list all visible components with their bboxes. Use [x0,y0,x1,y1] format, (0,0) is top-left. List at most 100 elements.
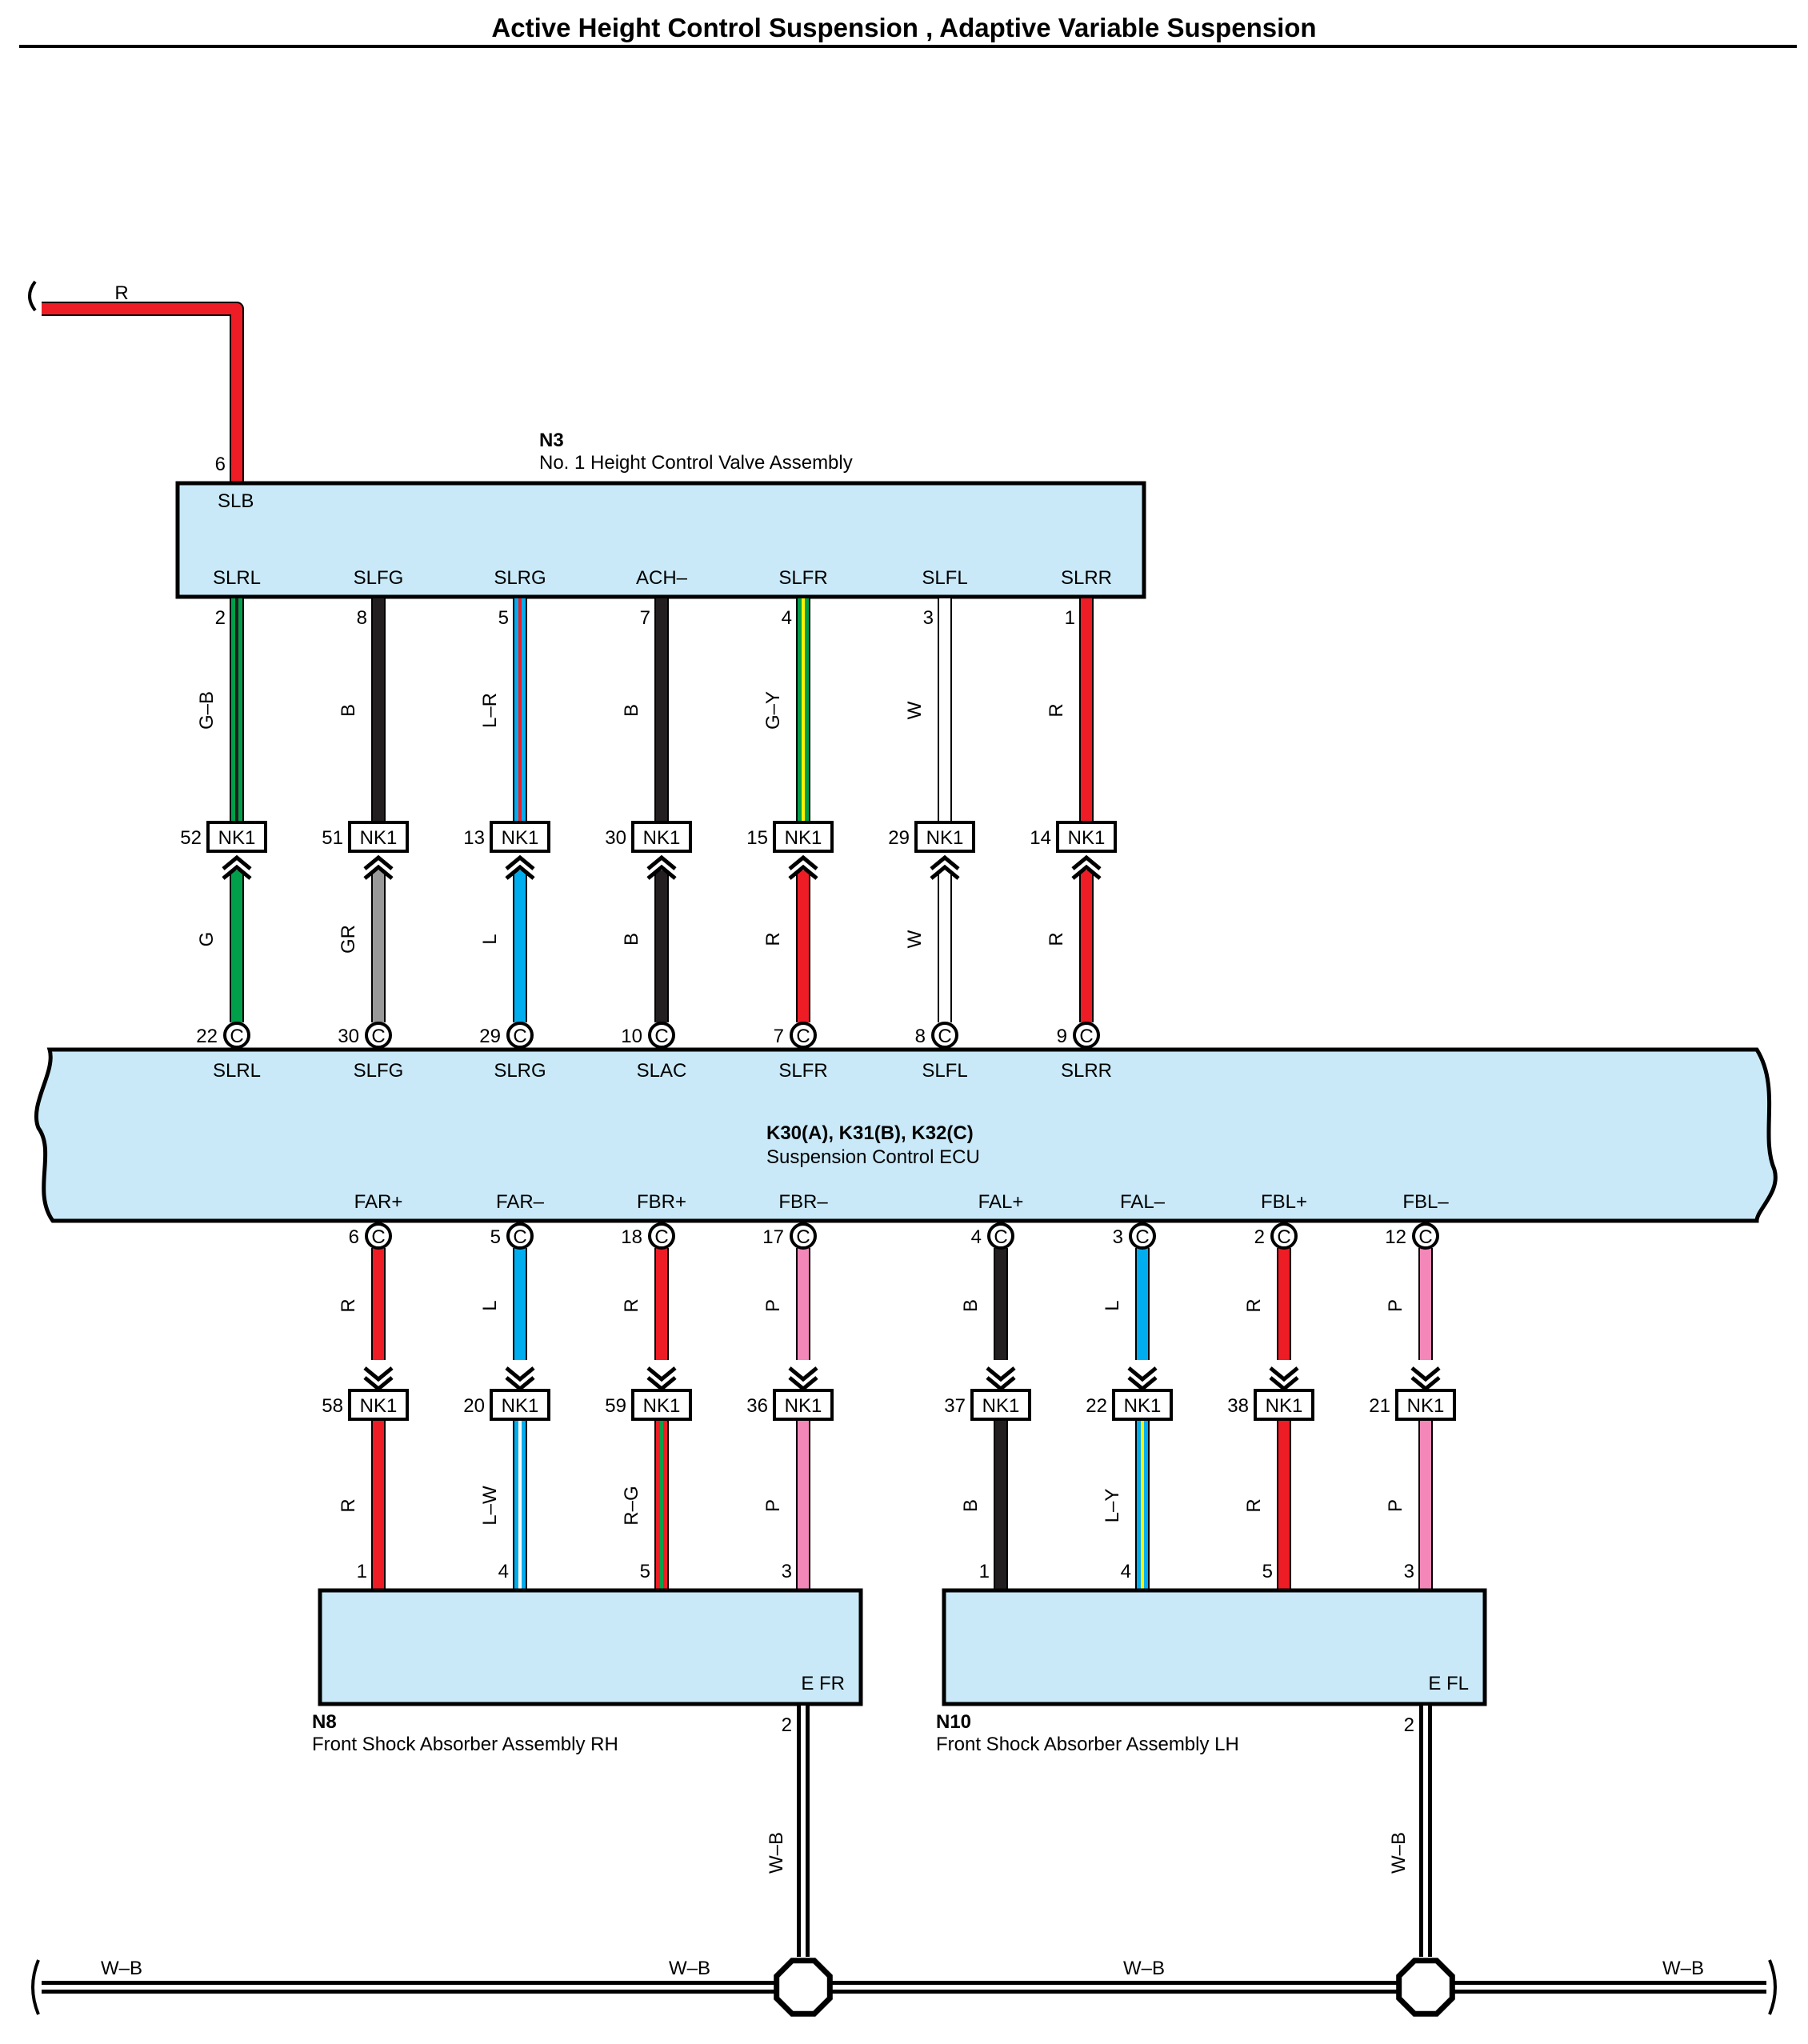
connector-c-label: C [371,1026,385,1047]
wire-color-label: R [1243,1298,1265,1312]
ecu-terminal: SLFG [354,1060,404,1082]
chevron-mark [930,864,960,880]
nk1-chevrons [788,1366,818,1392]
n3-terminal: SLFG [354,567,404,589]
connector-c-label: C [938,1026,951,1047]
connector-c-label: C [513,1026,526,1047]
nk1-pin-number: 14 [1030,827,1051,849]
nk1-connector-box [631,1389,692,1421]
nk1-connector-label: NK1 [1068,827,1106,849]
nk1-pin-number: 15 [746,827,768,849]
connector-c-pin [790,1022,817,1049]
n3-terminal-slb: SLB [218,490,254,512]
ecu-terminal: FAL– [1120,1191,1166,1213]
ecu-pin-number: 4 [971,1226,982,1248]
wire-color-label: R [1046,703,1067,717]
chevron-mark [1071,854,1102,870]
connector-c-label: C [796,1226,810,1248]
wire-color-label: B [621,704,642,717]
wire-color-label: W [904,930,926,948]
n3-pin-number: 5 [498,607,509,629]
chevron-mark [788,864,818,880]
shock-pin-number: 1 [357,1561,367,1582]
wire-break-mark [31,1959,40,2015]
connector-c-pin [648,1222,675,1250]
connector-c-pin [1129,1222,1156,1250]
nk1-connector-label: NK1 [643,1395,681,1417]
connector-c-label: C [796,1026,810,1047]
nk1-pin-number: 22 [1086,1395,1107,1417]
ecu-pin-number: 29 [479,1026,501,1047]
n10-name: Front Shock Absorber Assembly LH [936,1734,1239,1755]
nk1-pin-number: 37 [944,1395,966,1417]
connector-c-pin [506,1022,534,1049]
nk1-chevrons [505,854,535,880]
wire-break-mark [1768,1959,1777,2015]
nk1-chevrons [986,1366,1016,1392]
ecu-pin-number: 17 [762,1226,784,1248]
n3-pin-number: 7 [640,607,650,629]
ground-bus-color-label: W–B [669,1958,710,1979]
shock-pin-number: 4 [498,1561,509,1582]
wire-color-label: B [960,1499,982,1512]
ecu-terminal: FBR+ [637,1191,686,1213]
nk1-connector-label: NK1 [218,827,256,849]
connector-c-label: C [1418,1226,1432,1248]
wire-color-label: G [196,932,218,947]
wire-break-mark [28,280,37,312]
wire-color-label: R [762,932,784,946]
connector-c-pin [790,1222,817,1250]
wire-color-label: R [1046,932,1067,946]
nk1-connector-box [1395,1389,1456,1421]
n3-terminal: SLRR [1061,567,1112,589]
shock-pin-number: 5 [640,1561,650,1582]
nk1-connector-label: NK1 [982,1395,1020,1417]
connector-c-label: C [654,1026,668,1047]
chevron-mark [646,864,677,880]
n3-pin-number: 4 [782,607,792,629]
shock-pin-number: 3 [1404,1561,1414,1582]
chevron-mark [363,1366,394,1382]
connector-c-pin [987,1222,1014,1250]
nk1-connector-box [1112,1389,1173,1421]
chevron-mark [1127,1366,1158,1382]
ecu-pin-number: 9 [1057,1026,1067,1047]
nk1-chevrons [1071,854,1102,880]
wire-color-label: B [621,933,642,946]
wire-color-label: P [1385,1499,1406,1512]
nk1-connector-box [206,821,267,853]
supply-wire [42,302,244,482]
connector-c-pin [1270,1222,1298,1250]
ecu-terminal: FAR– [496,1191,545,1213]
supply-pin-number: 6 [215,454,226,475]
nk1-connector-box [490,1389,550,1421]
nk1-connector-box [773,821,834,853]
wire-color-label: L–W [479,1486,501,1526]
nk1-pin-number: 52 [180,827,202,849]
ecu-terminal: SLRR [1061,1060,1112,1082]
nk1-chevrons [1269,1366,1299,1392]
ecu-terminal: FBL+ [1261,1191,1307,1213]
nk1-chevrons [788,854,818,880]
chevron-mark [788,854,818,870]
nk1-connector-label: NK1 [360,1395,398,1417]
wire-color-label: R [338,1498,359,1512]
connector-c-pin [223,1022,250,1049]
ecu-pin-number: 2 [1254,1226,1265,1248]
shock-pin-number: 5 [1262,1561,1273,1582]
ground-bus-color-label: W–B [1662,1958,1704,1979]
nk1-connector-box [914,821,975,853]
wire-color-label: G–B [196,691,218,730]
wire-color-label: P [1385,1299,1406,1312]
ecu-terminal: FBR– [778,1191,828,1213]
nk1-pin-number: 58 [322,1395,343,1417]
wire-color-label: B [960,1299,982,1312]
wire-color-label: L [1102,1300,1123,1310]
n10-ground-pin: 2 [1404,1714,1414,1736]
n3-name: No. 1 Height Control Valve Assembly [539,452,853,474]
n10-id: N10 [936,1711,971,1733]
chevron-mark [986,1366,1016,1382]
n10-ground-terminal: E FL [1428,1673,1469,1694]
wire-color-label: L [479,1300,501,1310]
